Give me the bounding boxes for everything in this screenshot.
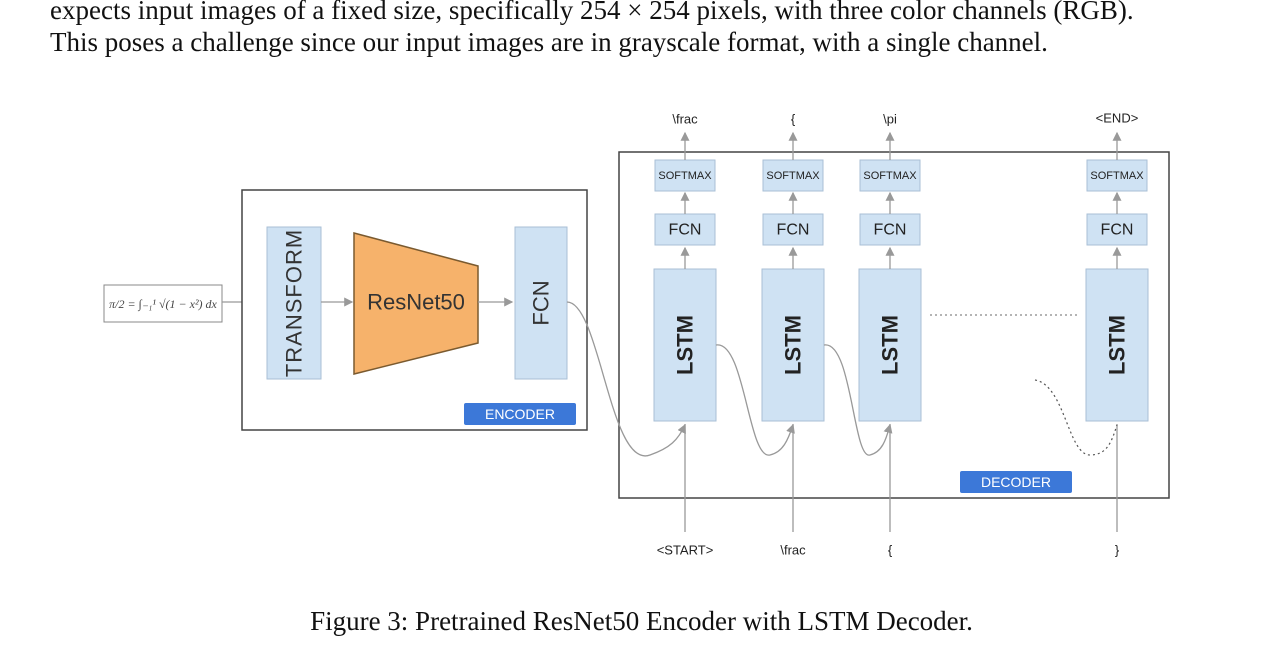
- decoder-fcn-label-4: FCN: [1101, 222, 1134, 239]
- input-token-2: \frac: [780, 543, 806, 558]
- encoder-badge: [464, 403, 576, 425]
- encoder-fcn-block: [514, 226, 568, 380]
- lstm-block-4: [1085, 268, 1149, 422]
- decoder-badge: [960, 471, 1072, 493]
- input-token-4: }: [1115, 543, 1120, 558]
- resnet50-label: ResNet50: [367, 290, 465, 315]
- decoder-fcn-block-3: [859, 213, 921, 246]
- encoder-fcn-label: FCN: [529, 280, 554, 325]
- paragraph-line-1: expects input images of a fixed size, sp…: [50, 0, 1134, 25]
- decoder-fcn-block-4: [1086, 213, 1148, 246]
- decoder-step-3: LSTM FCN SOFTMAX \pi {: [858, 112, 922, 558]
- decoder-badge-label: DECODER: [981, 474, 1051, 490]
- resnet50-block: [353, 232, 479, 375]
- decoder-step-1: LSTM FCN SOFTMAX \frac <START>: [653, 112, 717, 558]
- transform-block: [266, 226, 322, 380]
- decoder-fcn-label-3: FCN: [874, 222, 907, 239]
- output-token-4: <END>: [1096, 111, 1139, 126]
- connection-encoder-to-lstm-1: [566, 301, 686, 457]
- input-token-3: {: [888, 543, 893, 558]
- softmax-label-3: SOFTMAX: [863, 170, 917, 182]
- figure-caption: Figure 3: Pretrained ResNet50 Encoder wi…: [310, 606, 973, 636]
- softmax-block-3: [859, 159, 921, 192]
- transform-label: TRANSFORM: [282, 229, 307, 377]
- output-token-3: \pi: [883, 112, 897, 127]
- input-formula-image: [103, 284, 223, 323]
- softmax-label-1: SOFTMAX: [658, 170, 712, 182]
- lstm-block-1: [653, 268, 717, 422]
- hidden-state-curve-dotted: [1034, 379, 1118, 456]
- decoder-fcn-label-1: FCN: [669, 222, 702, 239]
- softmax-label-2: SOFTMAX: [766, 170, 820, 182]
- decoder-step-2: LSTM FCN SOFTMAX { \frac: [761, 112, 825, 558]
- architecture-diagram: π/2 = ∫₋₁¹ √(1 − x²) dx TRANSFORM ResNet…: [103, 111, 1170, 558]
- softmax-label-4: SOFTMAX: [1090, 170, 1144, 182]
- decoder-fcn-block-1: [654, 213, 716, 246]
- softmax-block-2: [762, 159, 824, 192]
- lstm-label-2: LSTM: [781, 315, 806, 375]
- decoder-fcn-label-2: FCN: [777, 222, 810, 239]
- decoder-step-4: LSTM FCN SOFTMAX <END> }: [1085, 111, 1149, 558]
- lstm-label-3: LSTM: [878, 315, 903, 375]
- softmax-block-4: [1086, 159, 1148, 192]
- encoder-badge-label: ENCODER: [485, 406, 555, 422]
- input-token-1: <START>: [657, 543, 714, 558]
- body-paragraph: expects input images of a fixed size, sp…: [50, 0, 1250, 58]
- input-formula-text: π/2 = ∫₋₁¹ √(1 − x²) dx: [109, 297, 217, 311]
- lstm-block-2: [761, 268, 825, 422]
- lstm-block-3: [858, 268, 922, 422]
- lstm-label-4: LSTM: [1105, 315, 1130, 375]
- paragraph-line-2: This poses a challenge since our input i…: [50, 27, 1048, 57]
- output-token-2: {: [791, 112, 796, 127]
- decoder-fcn-block-2: [762, 213, 824, 246]
- hidden-state-curve-1-2: [715, 344, 795, 456]
- hidden-state-curve-2-3: [823, 344, 893, 456]
- lstm-label-1: LSTM: [673, 315, 698, 375]
- output-token-1: \frac: [672, 112, 698, 127]
